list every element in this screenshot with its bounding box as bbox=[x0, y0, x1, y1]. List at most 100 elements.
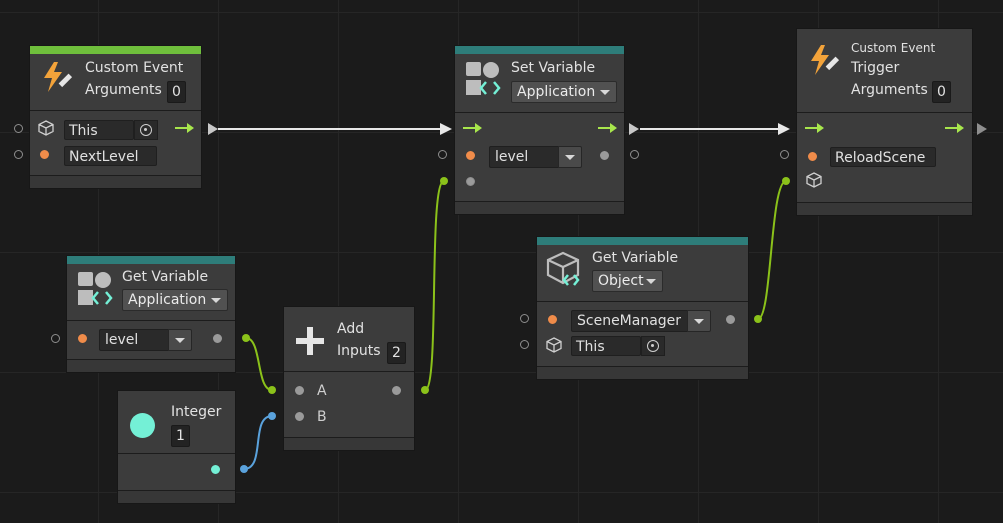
event-name-field[interactable]: ReloadScene bbox=[830, 147, 936, 167]
value-output-port[interactable] bbox=[213, 334, 222, 343]
variable-name-dropdown-button[interactable] bbox=[168, 329, 192, 351]
node-title: Custom Event bbox=[85, 60, 184, 76]
integer-output-port[interactable] bbox=[211, 465, 220, 474]
scope-label: Object bbox=[598, 273, 644, 289]
trigger-flow-output-port[interactable] bbox=[977, 123, 987, 135]
set-variable-value-output-port[interactable] bbox=[630, 150, 639, 159]
cube-icon bbox=[806, 172, 822, 188]
custom-event-flow-output-port[interactable] bbox=[208, 123, 218, 135]
integer-value-field[interactable]: 1 bbox=[171, 425, 190, 447]
node-title: Trigger bbox=[851, 60, 900, 76]
inputs-count-field[interactable]: 2 bbox=[387, 342, 406, 364]
node-header-bar bbox=[455, 46, 624, 54]
circle-icon bbox=[130, 413, 155, 438]
custom-event-name-input-port[interactable] bbox=[14, 150, 23, 159]
target-icon bbox=[140, 124, 152, 136]
lightning-pencil-icon bbox=[811, 45, 840, 75]
get-variable-name-input-port[interactable] bbox=[51, 334, 60, 343]
input-b-label: B bbox=[317, 409, 327, 425]
target-icon bbox=[647, 340, 659, 352]
chevron-down-icon bbox=[175, 338, 185, 343]
variable-name-value[interactable]: SceneManager bbox=[571, 310, 688, 332]
value-output-port[interactable] bbox=[726, 315, 735, 324]
chevron-down-icon bbox=[600, 90, 610, 95]
set-variable-flow-output-port[interactable] bbox=[629, 123, 639, 135]
input-a-port[interactable] bbox=[295, 386, 304, 395]
arguments-label: Arguments bbox=[851, 82, 928, 98]
variable-name-field[interactable]: level bbox=[489, 146, 582, 168]
variable-name-field[interactable]: level bbox=[99, 329, 192, 351]
name-port-dot bbox=[808, 152, 817, 161]
get-object-variable-name-input-port[interactable] bbox=[520, 314, 529, 323]
add-inputs-node[interactable]: Add Inputs 2 A B bbox=[283, 306, 415, 451]
input-a-label: A bbox=[317, 383, 327, 399]
flow-output-arrow-icon bbox=[945, 123, 964, 133]
value-wire-level-to-add-a[interactable] bbox=[245, 337, 273, 391]
lightning-pencil-icon bbox=[44, 62, 73, 92]
node-title: Set Variable bbox=[511, 60, 596, 76]
node-title: Get Variable bbox=[592, 250, 679, 266]
chevron-down-icon bbox=[211, 298, 221, 303]
target-field[interactable]: This bbox=[571, 336, 641, 356]
event-name-field[interactable]: NextLevel bbox=[64, 146, 157, 166]
cube-variable-icon bbox=[546, 251, 580, 286]
target-field[interactable]: This bbox=[64, 120, 134, 140]
get-object-variable-target-input-port[interactable] bbox=[520, 340, 529, 349]
name-port-dot bbox=[78, 334, 87, 343]
variable-name-dropdown-button[interactable] bbox=[687, 310, 711, 332]
flow-input-arrow-icon bbox=[805, 123, 824, 133]
custom-event-target-input-port[interactable] bbox=[14, 124, 23, 133]
flow-wire-arrowhead bbox=[778, 123, 790, 135]
flow-wire-arrowhead bbox=[440, 123, 452, 135]
variable-name-field[interactable]: SceneManager bbox=[571, 310, 711, 332]
node-subtitle: Custom Event bbox=[851, 41, 936, 55]
arguments-count-field[interactable]: 0 bbox=[932, 81, 951, 103]
flow-output-arrow-icon bbox=[598, 123, 617, 133]
variable-icon bbox=[78, 272, 113, 305]
value-wire-add-to-set[interactable] bbox=[424, 180, 445, 391]
arguments-label: Arguments bbox=[85, 82, 162, 98]
get-object-variable-node[interactable]: Get Variable Object SceneManager This bbox=[536, 236, 749, 380]
scope-label: Application bbox=[128, 292, 207, 308]
set-variable-node[interactable]: Set Variable Application level bbox=[454, 45, 625, 215]
sum-output-port[interactable] bbox=[392, 386, 401, 395]
arguments-count-field[interactable]: 0 bbox=[167, 81, 186, 103]
node-title: Integer bbox=[171, 404, 222, 420]
node-header-bar bbox=[537, 237, 748, 245]
node-title: Get Variable bbox=[122, 269, 209, 285]
value-output-port[interactable] bbox=[600, 151, 609, 160]
name-port-dot bbox=[40, 150, 49, 159]
cube-icon bbox=[38, 120, 54, 136]
scope-label: Application bbox=[517, 84, 596, 100]
chevron-down-icon bbox=[694, 319, 704, 324]
variable-name-value[interactable]: level bbox=[489, 146, 559, 168]
target-picker-button[interactable] bbox=[641, 336, 665, 356]
node-header-bar bbox=[67, 256, 235, 264]
input-b-port[interactable] bbox=[295, 412, 304, 421]
trigger-name-input-port[interactable] bbox=[780, 150, 789, 159]
flow-input-arrow-icon bbox=[463, 123, 482, 133]
inputs-label: Inputs bbox=[337, 343, 381, 359]
value-input-port[interactable] bbox=[466, 177, 475, 186]
variable-name-dropdown-button[interactable] bbox=[558, 146, 582, 168]
set-variable-name-input-port[interactable] bbox=[438, 150, 447, 159]
get-variable-node[interactable]: Get Variable Application level bbox=[66, 255, 236, 373]
variable-name-value[interactable]: level bbox=[99, 329, 169, 351]
variable-scope-dropdown[interactable]: Application bbox=[511, 81, 617, 103]
integer-literal-node[interactable]: Integer 1 bbox=[117, 390, 236, 504]
target-picker-button[interactable] bbox=[134, 120, 158, 140]
node-header-bar bbox=[30, 46, 201, 54]
custom-event-node[interactable]: Custom Event Arguments 0 This NextLevel bbox=[29, 45, 202, 189]
variable-scope-dropdown[interactable]: Object bbox=[592, 270, 663, 292]
name-port-dot bbox=[466, 151, 475, 160]
variable-scope-dropdown[interactable]: Application bbox=[122, 289, 228, 311]
flow-output-arrow-icon bbox=[175, 123, 194, 133]
name-port-dot bbox=[548, 315, 557, 324]
value-wire-scenemanager-to-trigger[interactable] bbox=[757, 180, 787, 320]
variable-icon bbox=[466, 62, 501, 95]
chevron-down-icon bbox=[646, 279, 656, 284]
cube-icon bbox=[546, 337, 562, 353]
trigger-custom-event-node[interactable]: Custom Event Trigger Arguments 0 ReloadS… bbox=[796, 28, 973, 216]
value-wire-integer-to-add-b[interactable] bbox=[243, 415, 273, 470]
